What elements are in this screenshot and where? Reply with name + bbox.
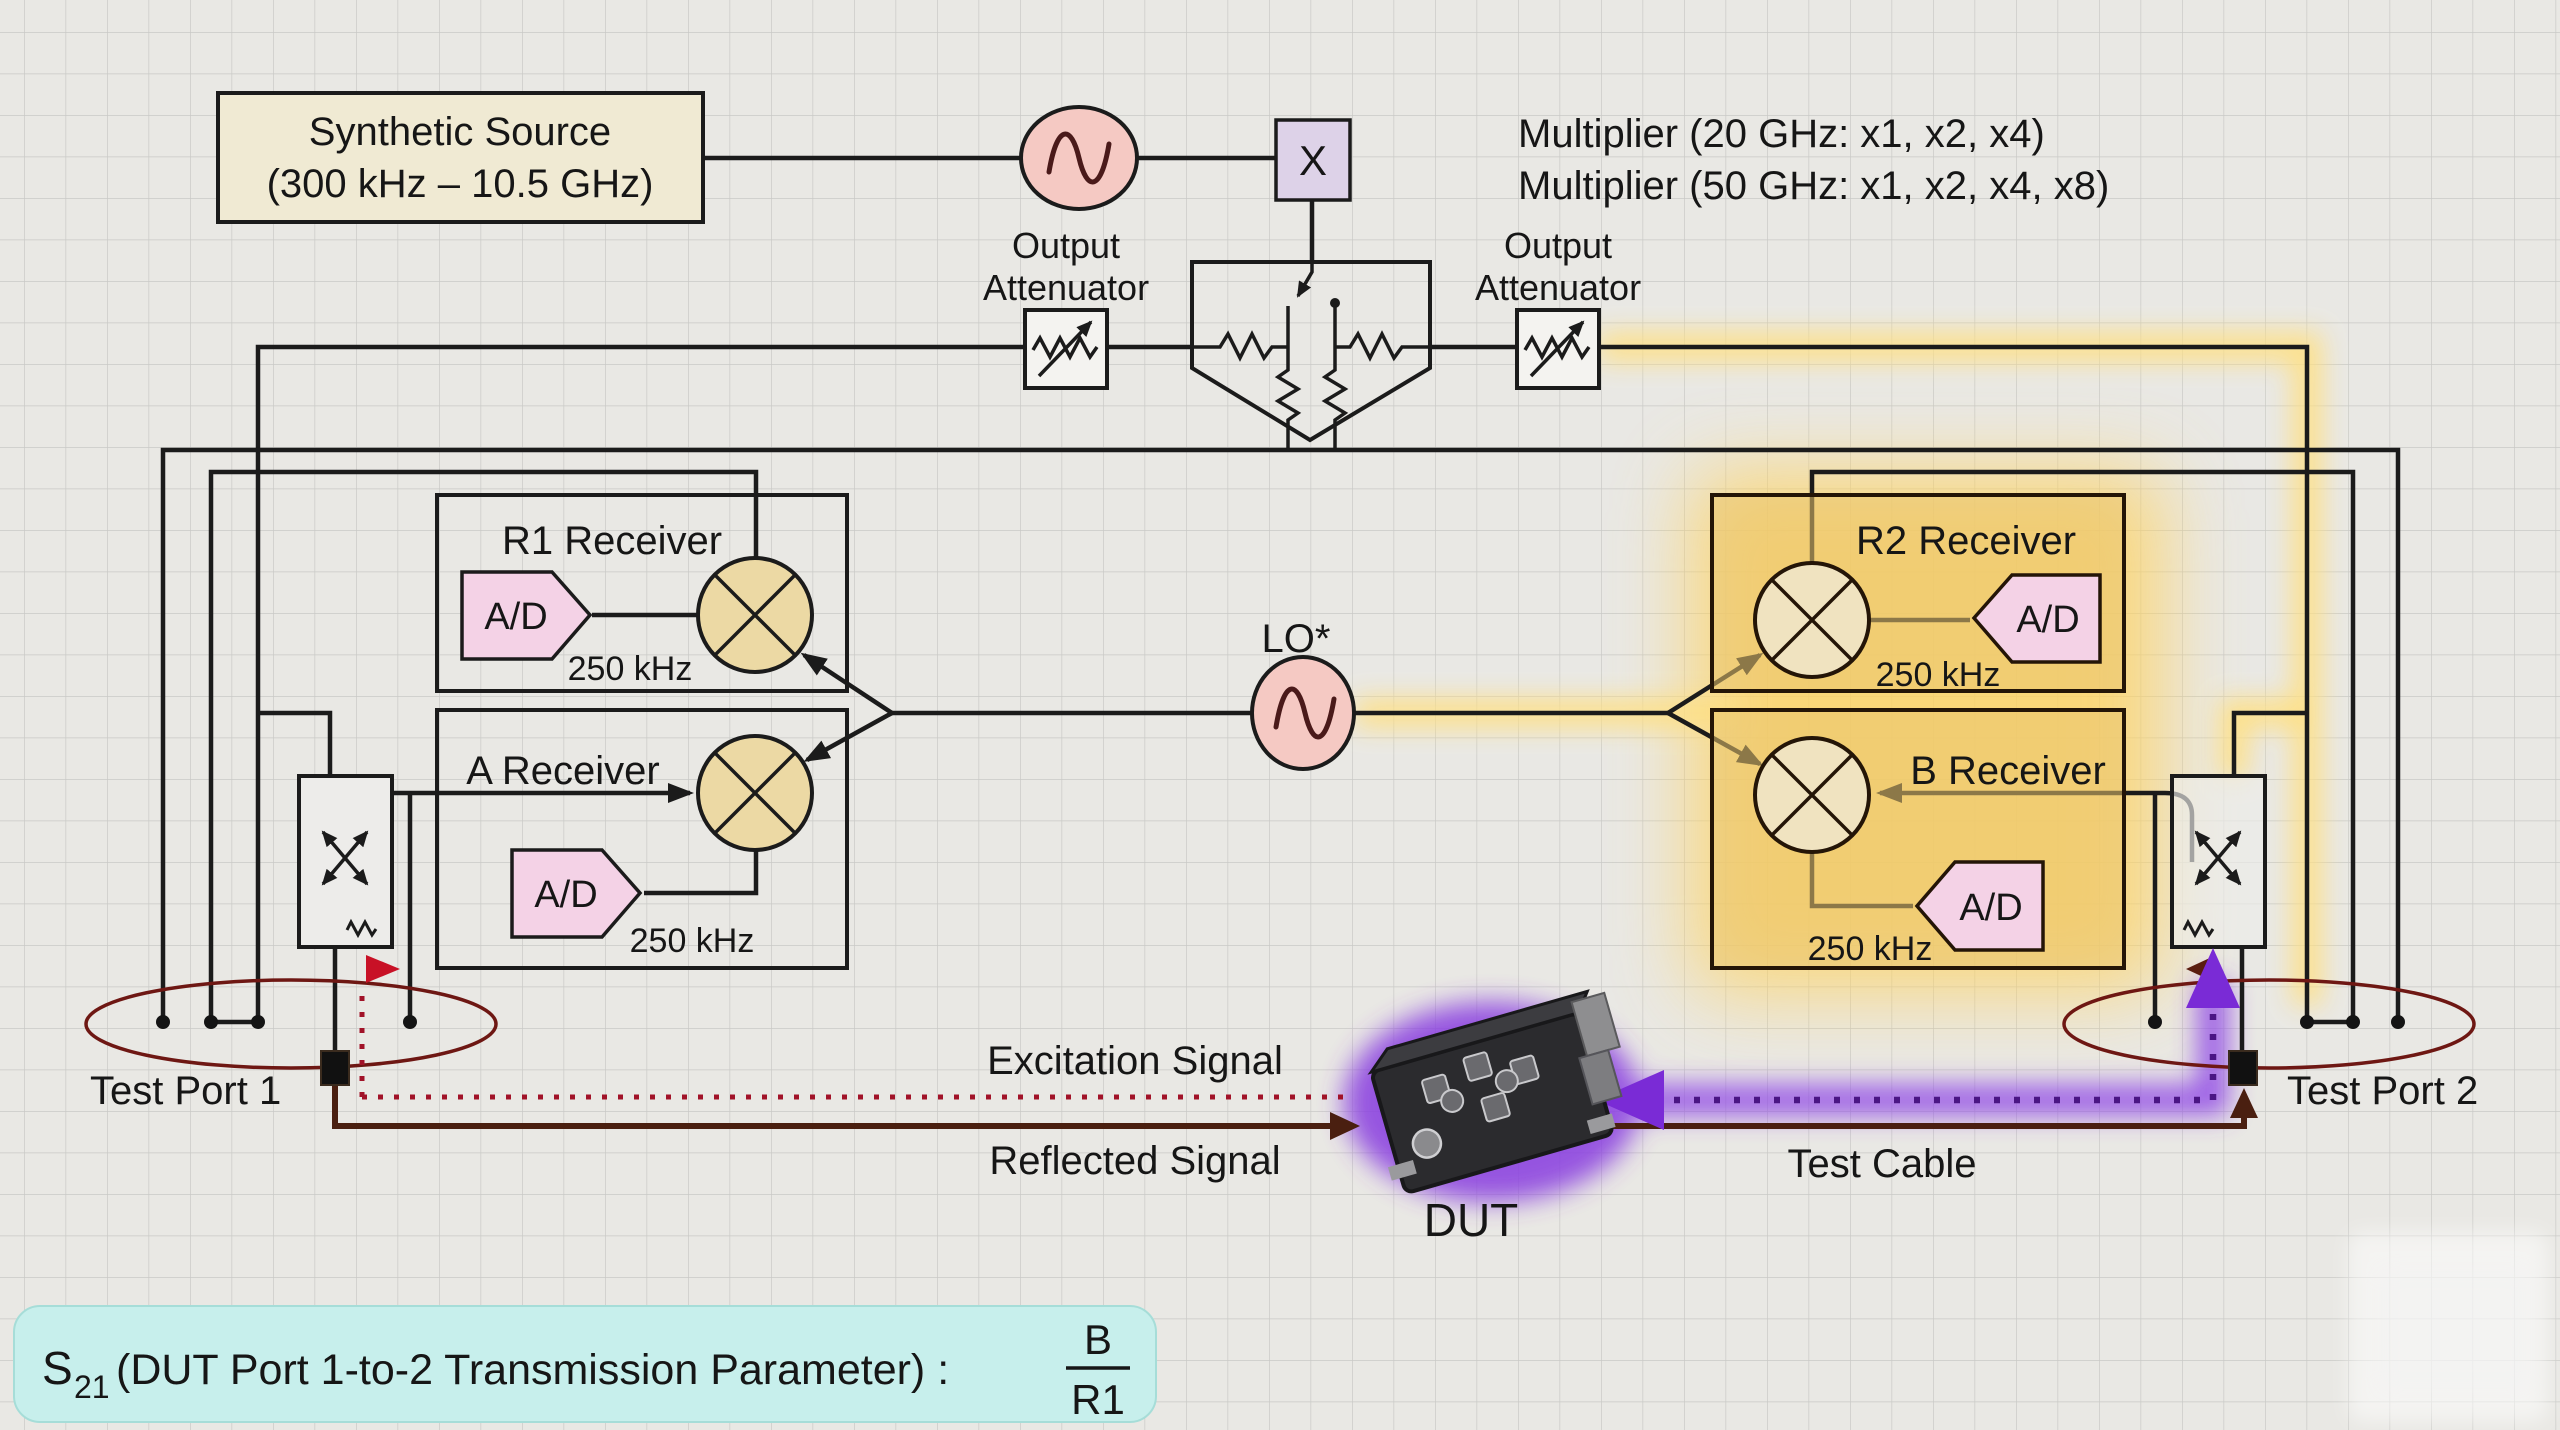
- splitter-leg-right: [1321, 305, 1349, 450]
- cable-arrow-right-icon: [1330, 1112, 1360, 1140]
- r1-receiver: R1 Receiver A/D 250 kHz: [435, 493, 849, 693]
- r2-title: R2 Receiver: [1856, 519, 2076, 563]
- dut-label: DUT: [1424, 1194, 1519, 1246]
- multiplier-note-2: Multiplier (50 GHz: x1, x2, x4, x8): [1518, 164, 2109, 208]
- a-receiver: A Receiver A/D 250 kHz: [435, 708, 849, 970]
- r1-adc-label: A/D: [484, 596, 547, 638]
- attenuator-right-label1: Output: [1504, 225, 1612, 266]
- sine-icon: [1046, 131, 1112, 185]
- wire-branch-port2-switch: [2231, 710, 2307, 776]
- excitation-arrow-icon: [366, 955, 400, 983]
- splitter-resistor-left: [1192, 330, 1288, 362]
- lo-label: LO*: [1262, 617, 1331, 661]
- wire-branch-port1-switch: [258, 710, 333, 776]
- multiplier-notes: Multiplier (20 GHz: x1, x2, x4) Multipli…: [1518, 112, 2109, 208]
- output-attenuator-right: Output Attenuator: [1475, 225, 1641, 390]
- reflected-label: Reflected Signal: [989, 1139, 1280, 1183]
- r2-adc-label: A/D: [2016, 599, 2079, 641]
- multiplier-symbol: X: [1299, 137, 1327, 184]
- r2-mixer-icon: [1753, 561, 1871, 679]
- formula-numerator: B: [1084, 1316, 1112, 1363]
- crossed-arrows-icon: [2194, 830, 2242, 886]
- formula-subscript: 21: [74, 1369, 110, 1405]
- port2-label: Test Port 2: [2287, 1069, 2478, 1113]
- b-adc-icon: [1914, 860, 2045, 952]
- attenuator-left-label1: Output: [1012, 225, 1120, 266]
- cable-arrow-up-icon: [2230, 1088, 2258, 1118]
- sine-icon: [1273, 686, 1337, 740]
- crossed-arrows-icon: [321, 830, 369, 886]
- blurred-watermark: [2348, 1232, 2548, 1422]
- attenuator-left-label2: Attenuator: [983, 267, 1149, 308]
- multiplier-note-1: Multiplier (20 GHz: x1, x2, x4): [1518, 112, 2045, 156]
- b-adc-label: A/D: [1959, 887, 2022, 929]
- switch-arm: [1296, 262, 1314, 298]
- test-cable-label: Test Cable: [1788, 1142, 1977, 1186]
- port1-label: Test Port 1: [90, 1069, 281, 1113]
- port1-connector: [320, 1050, 350, 1086]
- formula-description: (DUT Port 1-to-2 Transmission Parameter)…: [116, 1346, 949, 1394]
- b-mixer-icon: [1753, 736, 1871, 854]
- splitter-resistor-right: [1335, 330, 1430, 362]
- wire-source-to-port1: [255, 344, 1025, 1022]
- a-bandwidth: 250 kHz: [630, 922, 755, 960]
- cable-port1-to-dut: [332, 1085, 1336, 1129]
- b-title: B Receiver: [1910, 749, 2106, 793]
- transmission-arrow-left-icon: [1596, 1070, 1664, 1130]
- wire-source-to-port2: [1599, 344, 2310, 1022]
- formula-denominator: R1: [1071, 1376, 1125, 1423]
- port2-switch: [2170, 774, 2267, 949]
- termination-icon: [345, 918, 378, 939]
- excitation-label: Excitation Signal: [987, 1039, 1283, 1083]
- transmission-arrow-up-icon: [2186, 948, 2240, 1008]
- junction-dots: [156, 1015, 2405, 1029]
- r1-title: R1 Receiver: [502, 519, 722, 563]
- wire-port1-to-r1-mixer: [208, 469, 759, 1022]
- dut-device: [1367, 989, 1623, 1194]
- a-adc-icon: [510, 848, 643, 939]
- attenuator-right-label2: Attenuator: [1475, 267, 1641, 308]
- r2-receiver: R2 Receiver A/D 250 kHz: [1710, 493, 2126, 694]
- power-splitter: [1190, 260, 1432, 450]
- wire-a-mixer-to-adc: [644, 850, 759, 896]
- b-bandwidth: 250 kHz: [1808, 930, 1933, 968]
- port1-switch: [297, 774, 394, 949]
- frequency-multiplier-box: X: [1274, 118, 1352, 202]
- b-receiver: B Receiver A/D 250 kHz: [1710, 708, 2126, 970]
- source-label-line2: (300 kHz – 10.5 GHz): [267, 162, 654, 206]
- synthetic-source-box: Synthetic Source (300 kHz – 10.5 GHz): [216, 91, 705, 224]
- wire-outer-loop: [160, 447, 2401, 1022]
- port1-coupler-loop: [84, 978, 498, 1070]
- wire-lo-to-a: [803, 711, 894, 762]
- r2-adc-icon: [1971, 573, 2102, 664]
- port2-connector: [2228, 1050, 2258, 1086]
- termination-icon: [2182, 918, 2215, 939]
- a-title: A Receiver: [466, 749, 659, 793]
- attenuator-arrow-icon: [1529, 320, 1585, 378]
- splitter-leg-left: [1274, 306, 1302, 450]
- output-attenuator-left: Output Attenuator: [983, 225, 1149, 390]
- r1-mixer-icon: [696, 556, 814, 674]
- source-oscillator: [1019, 105, 1139, 211]
- formula-symbol: S: [42, 1342, 73, 1394]
- r2-bandwidth: 250 kHz: [1876, 656, 2001, 694]
- source-label-line1: Synthetic Source: [309, 110, 611, 154]
- attenuator-arrow-icon: [1037, 320, 1093, 378]
- s21-formula-panel: S 21 (DUT Port 1-to-2 Transmission Param…: [13, 1305, 1157, 1423]
- r1-adc-icon: [460, 570, 593, 661]
- excitation-signal-path: [359, 985, 1348, 1100]
- a-mixer-icon: [696, 734, 814, 852]
- a-adc-label: A/D: [534, 874, 597, 916]
- transmission-signal-path: [1634, 995, 2217, 1104]
- r1-bandwidth: 250 kHz: [568, 650, 693, 688]
- lo-oscillator: LO*: [1250, 617, 1356, 771]
- port2-coupler-loop: [2062, 978, 2476, 1070]
